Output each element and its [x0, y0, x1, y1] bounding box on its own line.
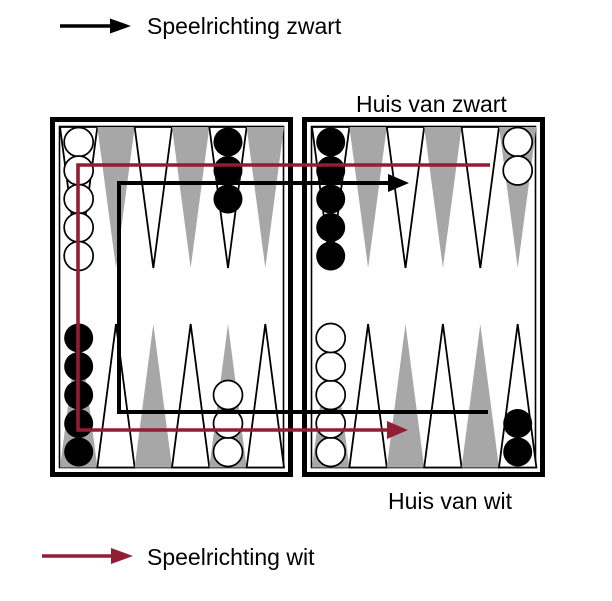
- left-board-top-point-6: [246, 127, 284, 268]
- right-board-bottom-point-4: [423, 323, 463, 469]
- black-checker: [316, 156, 346, 185]
- right-board-bottom-point-5: [461, 324, 499, 468]
- white-checker: [315, 379, 347, 411]
- right-board-top-point-4: [424, 127, 462, 268]
- left-board-outer-border: [50, 117, 293, 477]
- legend-black-label: Speelrichting zwart: [147, 13, 342, 39]
- right-board-top-point-2: [349, 127, 387, 268]
- black-checker: [503, 409, 533, 438]
- right-board-top-point-5: [460, 126, 501, 269]
- legend-white-label: Speelrichting wit: [147, 544, 315, 570]
- left-board-top-point-2: [97, 127, 135, 268]
- black-route-arrow-head: [388, 174, 409, 192]
- black-checker: [316, 127, 346, 157]
- black-route-arrow-line: [117, 181, 488, 414]
- black-checker: [213, 127, 243, 157]
- black-checker: [64, 437, 94, 467]
- white-route-arrow-line: [76, 163, 490, 432]
- white-checker: [502, 126, 534, 158]
- black-checker: [503, 437, 533, 467]
- black-checker: [316, 241, 346, 271]
- white-checker: [212, 436, 244, 468]
- left-board-top-point-3: [133, 126, 174, 269]
- white-route-arrow-head: [387, 421, 408, 439]
- right-board-outer-border: [302, 117, 545, 477]
- black-checker: [316, 213, 346, 242]
- white-checker: [315, 322, 347, 354]
- black-checker: [316, 184, 346, 214]
- left-board-top-point-4: [171, 127, 210, 268]
- house-of-black-label: Huis van zwart: [356, 91, 507, 117]
- white-checker: [212, 379, 244, 411]
- white-checker: [315, 351, 347, 382]
- white-checker: [315, 436, 347, 468]
- black-checker: [213, 184, 243, 214]
- white-checker: [63, 126, 95, 158]
- black-checker: [213, 156, 243, 185]
- right-board-top-point-3: [385, 126, 426, 269]
- white-checker: [502, 155, 534, 186]
- legend-black-arrow-head: [110, 18, 131, 34]
- legend-white-arrow-head: [111, 548, 133, 564]
- house-of-white-label: Huis van wit: [388, 488, 512, 514]
